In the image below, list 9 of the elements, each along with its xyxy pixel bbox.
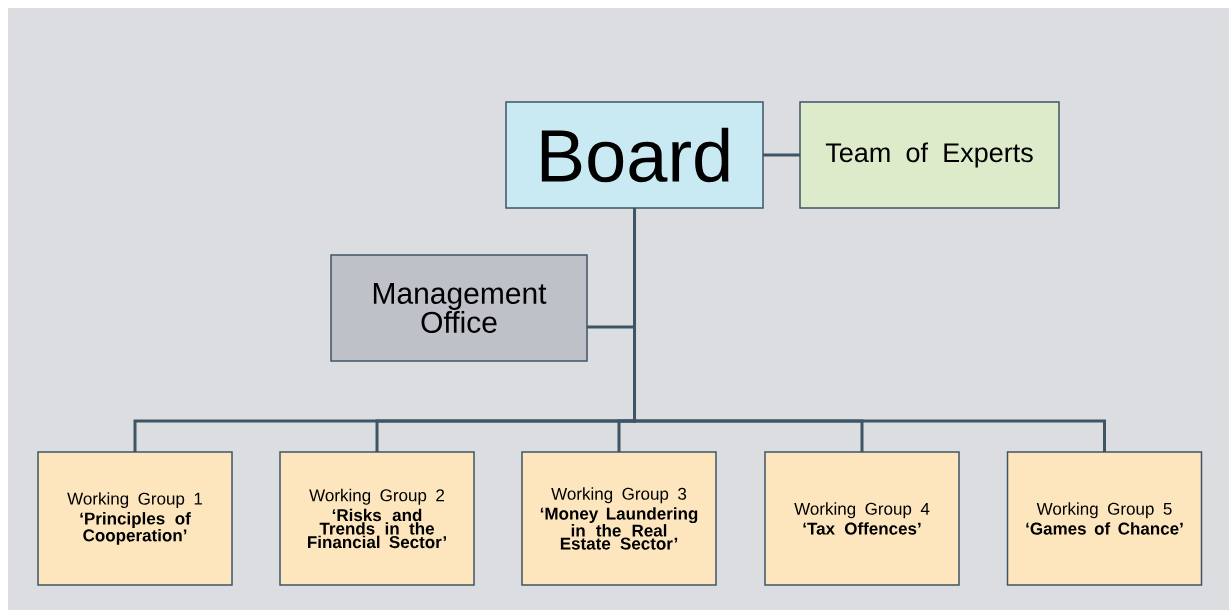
group-box: Working Group 5 ‘Games of Chance’ [1006, 451, 1203, 586]
expert-box: Team of Experts [799, 101, 1060, 209]
group-box: Working Group 2 ‘Risks and Trends in the Financial Sector’ [279, 451, 475, 586]
connector-line [763, 153, 801, 157]
group-box: Working Group 4 ‘Tax Offences’ [764, 451, 960, 586]
group-box: Working Group 1 ‘Principles of Cooperation’ [37, 451, 233, 586]
office-box: Management Office [330, 254, 588, 362]
board-box: Board [505, 101, 764, 209]
group-box: Working Group 3 ‘Money Laundering in the Real Estate Sector’ [521, 451, 717, 586]
